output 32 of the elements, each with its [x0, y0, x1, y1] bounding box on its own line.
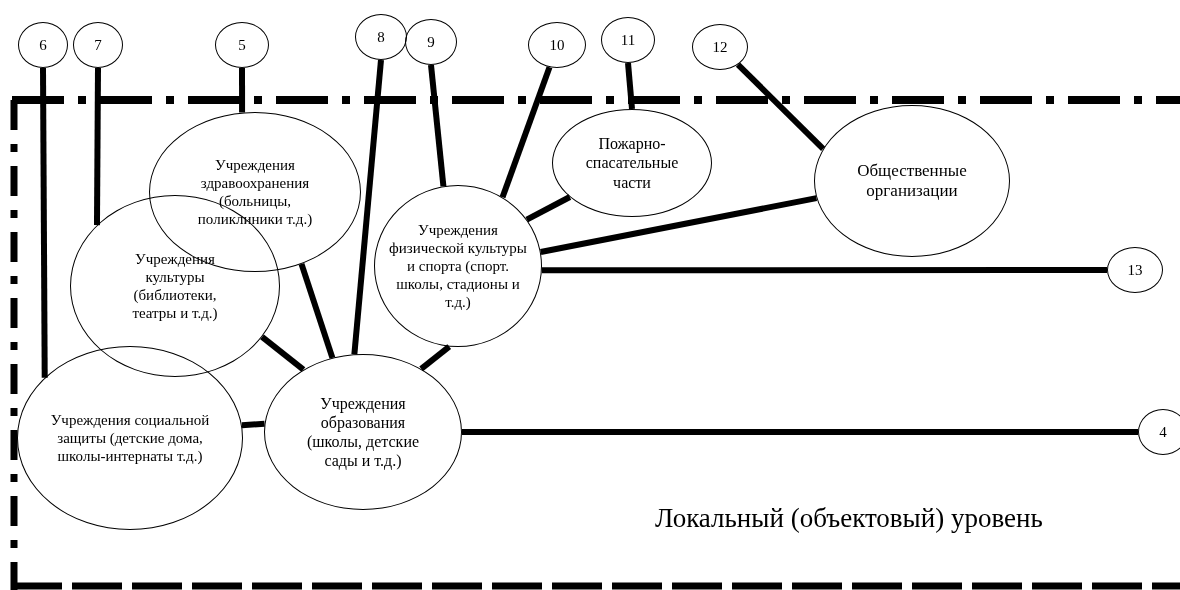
level-label: Локальный (объектовый) уровень — [655, 502, 1043, 535]
connector-line — [260, 334, 306, 373]
callout-number: 7 — [93, 36, 103, 54]
connector-line — [525, 194, 572, 223]
connector-line — [93, 67, 101, 226]
connector-line — [499, 66, 553, 199]
callout-number: 8 — [376, 28, 386, 46]
connector-line — [241, 420, 265, 429]
callout-number: 13 — [1126, 261, 1144, 279]
connector-line — [541, 267, 1107, 274]
connector-line — [625, 62, 635, 110]
callout-number: 10 — [548, 36, 566, 54]
connector-line — [40, 68, 48, 378]
connector-line — [298, 262, 336, 359]
node-label: Учреждения образования (школы, детские сады и т.д.) — [305, 393, 421, 471]
connector-line — [540, 195, 818, 255]
callout-number: 11 — [619, 31, 637, 49]
callout-number: 4 — [1158, 423, 1168, 441]
node-label: Учреждения физической культуры и спорта (спорт. школы, стадионы и т.д.) — [388, 221, 528, 311]
connector-line — [462, 429, 1138, 435]
connector-line — [239, 68, 246, 113]
connector-line — [351, 59, 384, 355]
callout-number: 5 — [237, 36, 247, 54]
callout-number: 6 — [38, 36, 48, 54]
connector-line — [735, 62, 826, 151]
node-label: Пожарно-спасательные части — [584, 134, 680, 192]
node-label: Учреждения социальной защиты (детские дома, школы-интернаты т.д.) — [50, 411, 210, 465]
callout-number: 9 — [426, 33, 436, 51]
connector-line — [419, 344, 452, 372]
connector-line — [428, 64, 447, 187]
node-label: Общественные организации — [856, 160, 968, 202]
callout-number: 12 — [711, 38, 729, 56]
